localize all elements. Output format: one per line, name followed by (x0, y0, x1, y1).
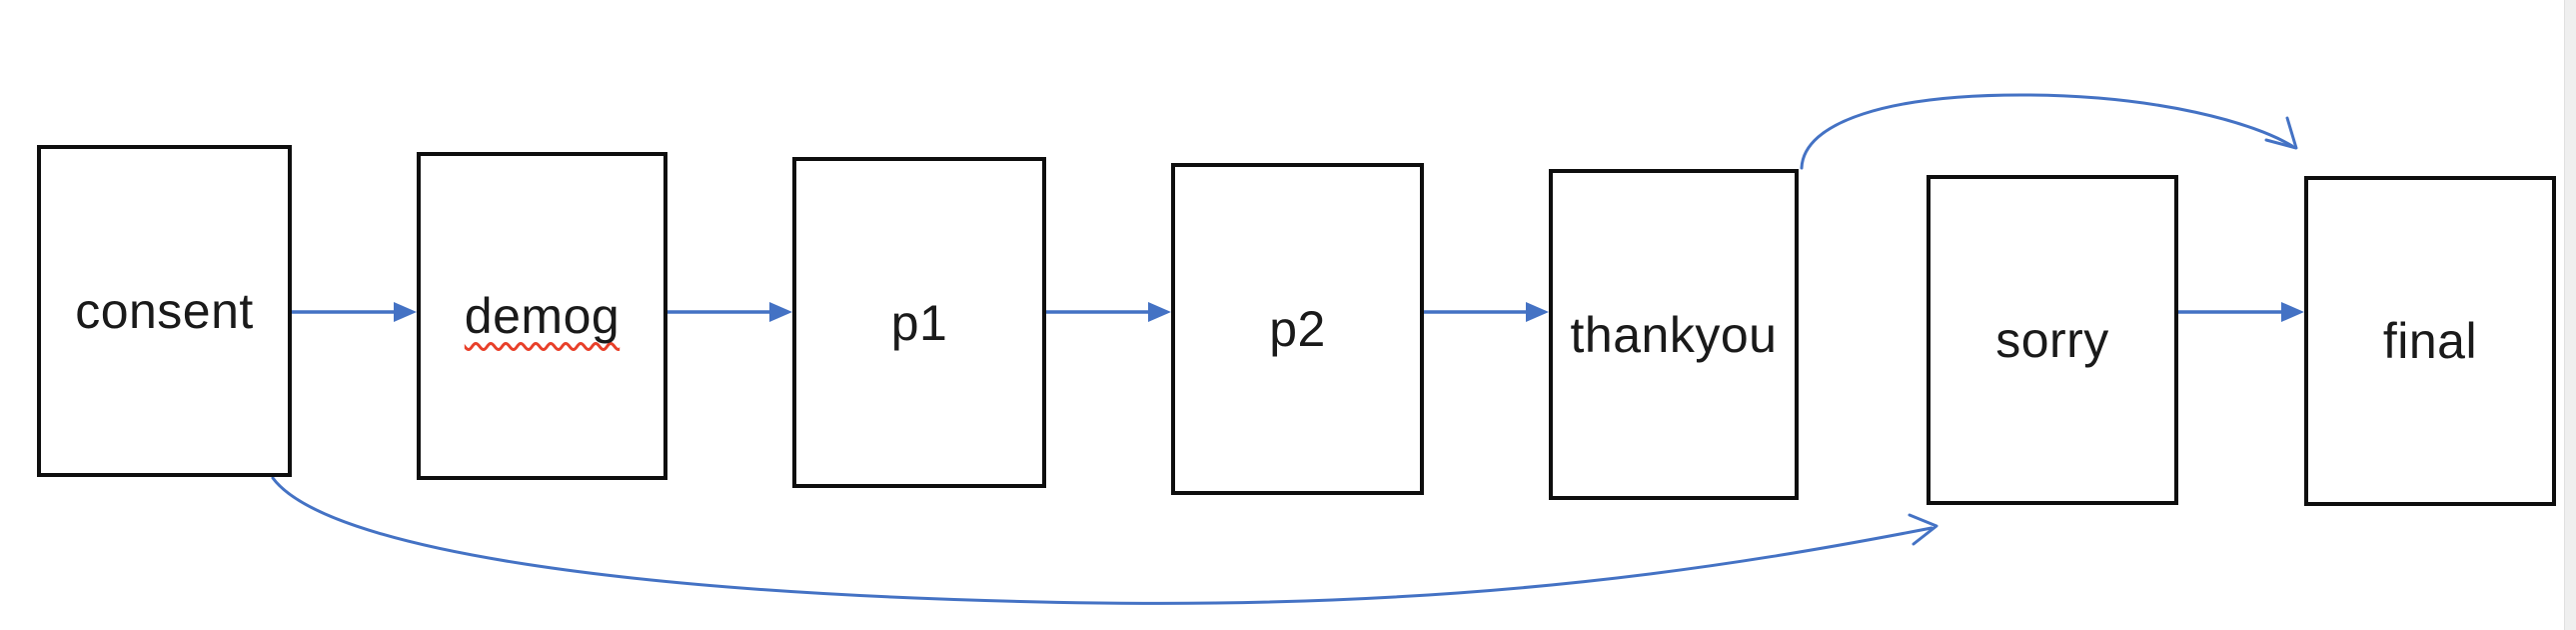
node-p2[interactable]: p2 (1171, 163, 1424, 495)
edge-sorry-final[interactable] (2178, 302, 2304, 322)
edge-thankyou-final-skip[interactable] (1800, 93, 2298, 170)
arrowhead-icon (2281, 302, 2304, 322)
node-thankyou-label: thankyou (1570, 306, 1778, 363)
canvas-right-edge-strip (2564, 0, 2576, 630)
arrowhead-icon (1148, 302, 1171, 322)
edge-demog-p1[interactable] (667, 302, 792, 322)
node-sorry-label: sorry (1995, 312, 2109, 368)
node-p1[interactable]: p1 (792, 157, 1046, 488)
node-final-label: final (2382, 313, 2478, 369)
node-final[interactable]: final (2304, 176, 2556, 506)
node-p1-label: p1 (890, 294, 948, 351)
arrowhead-icon (394, 302, 417, 322)
arrowhead-icon (769, 302, 792, 322)
arrowhead-icon (1526, 302, 1549, 322)
node-p2-label: p2 (1269, 301, 1326, 357)
node-consent[interactable]: consent (37, 145, 292, 477)
edge-p1-p2[interactable] (1046, 302, 1171, 322)
edge-p2-thankyou[interactable] (1424, 302, 1549, 322)
node-demog[interactable]: demog (417, 152, 667, 480)
open-arrowhead-icon (1908, 513, 1938, 546)
open-arrowhead-icon (2264, 116, 2298, 150)
node-demog-label: demog (464, 288, 621, 344)
node-sorry[interactable]: sorry (1927, 175, 2178, 505)
node-consent-label: consent (75, 283, 254, 339)
edge-consent-sorry-skip[interactable] (271, 476, 1938, 605)
node-thankyou[interactable]: thankyou (1549, 169, 1799, 500)
edge-consent-demog[interactable] (292, 302, 417, 322)
